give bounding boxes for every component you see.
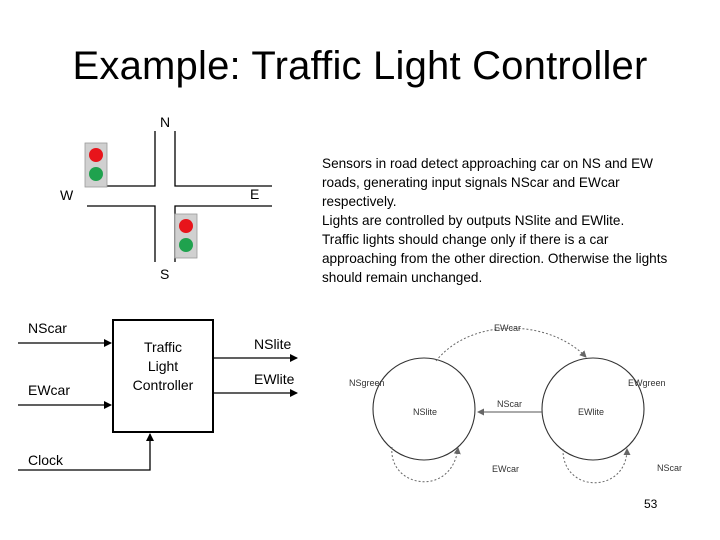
controller-label: Traffic Light Controller bbox=[113, 338, 213, 395]
slide-title: Example: Traffic Light Controller bbox=[72, 44, 648, 88]
traffic-light-north bbox=[84, 142, 108, 188]
controller-label-line-1: Traffic bbox=[143, 339, 183, 355]
state-name-ewgreen: EWgreen bbox=[628, 378, 666, 388]
description-text: Sensors in road detect approaching car o… bbox=[322, 154, 682, 287]
input-label-clock: Clock bbox=[28, 452, 64, 468]
controller-label-line-3: Controller bbox=[132, 377, 194, 393]
self-loop-ewgreen bbox=[562, 448, 631, 484]
description-outputs: Lights are controlled by outputs NSlite … bbox=[322, 213, 625, 228]
self-loop-nsgreen bbox=[391, 446, 461, 483]
clock-input-arrow bbox=[18, 433, 154, 471]
self-loop-label-nsgreen: EWcar bbox=[492, 464, 519, 474]
transition-label-ew-to-ns: NScar bbox=[497, 399, 522, 409]
transition-label-ns-to-ew: EWcar bbox=[494, 323, 521, 333]
red-light-icon bbox=[89, 148, 103, 162]
controller-label-line-2: Light bbox=[147, 358, 179, 374]
state-output-ewgreen: EWlite bbox=[578, 407, 604, 417]
controller-box bbox=[112, 319, 214, 433]
state-name-nsgreen: NSgreen bbox=[349, 378, 385, 388]
transition-ns-to-ew bbox=[435, 327, 587, 362]
state-diagram: NSgreen NSlite EWgreen EWlite EWcar NSca… bbox=[349, 323, 682, 484]
red-light-icon bbox=[179, 219, 193, 233]
input-label-nscar: NScar bbox=[28, 320, 67, 336]
description-sensors: Sensors in road detect approaching car o… bbox=[322, 156, 653, 209]
intersection-roads bbox=[87, 131, 272, 262]
compass-west: W bbox=[60, 187, 74, 203]
self-loop-label-ewgreen: NScar bbox=[657, 463, 682, 473]
compass-north: N bbox=[160, 114, 171, 130]
state-output-nsgreen: NSlite bbox=[413, 407, 437, 417]
traffic-light-east bbox=[174, 213, 198, 259]
page-number: 53 bbox=[644, 497, 658, 511]
green-light-icon bbox=[179, 238, 193, 252]
compass-east: E bbox=[250, 186, 260, 202]
state-nsgreen bbox=[372, 357, 476, 461]
input-label-ewcar: EWcar bbox=[28, 382, 70, 398]
description-behavior: Traffic lights should change only if the… bbox=[322, 232, 668, 285]
output-label-ewlite: EWlite bbox=[254, 371, 295, 387]
output-label-nslite: NSlite bbox=[254, 336, 292, 352]
compass-south: S bbox=[160, 266, 170, 282]
green-light-icon bbox=[89, 167, 103, 181]
state-ewgreen bbox=[541, 357, 645, 461]
